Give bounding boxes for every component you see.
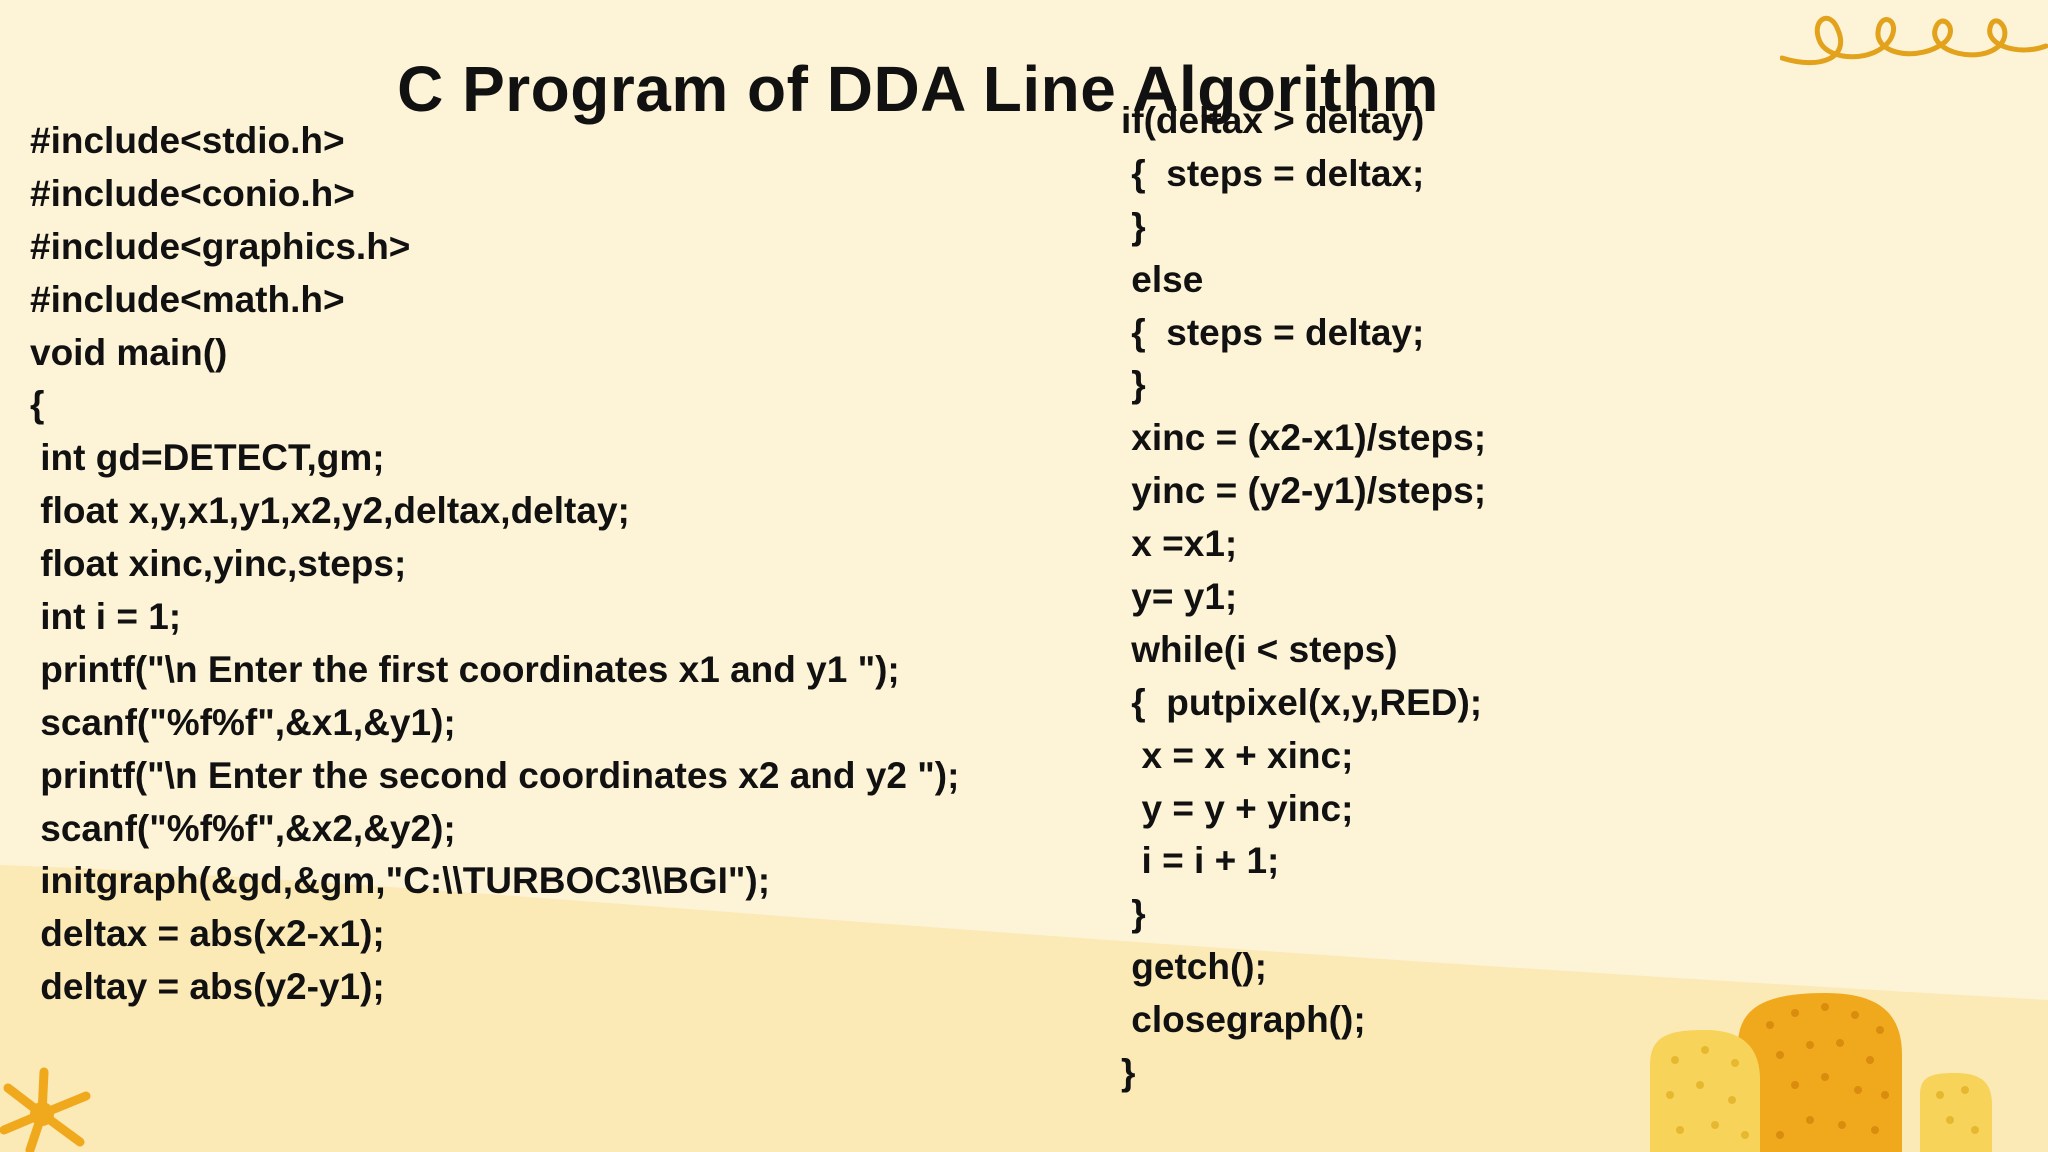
- squiggle-doodle: [1780, 15, 2048, 66]
- code-line: #include<stdio.h>: [30, 120, 345, 161]
- code-line: void main(): [30, 331, 228, 373]
- page-title: C Program of DDA Line Algorithm: [397, 52, 1439, 125]
- code-line: {: [30, 384, 45, 426]
- code-line: if(deltax > deltay): [1121, 100, 1425, 141]
- code-line: else: [1121, 258, 1204, 300]
- code-line: while(i < steps): [1121, 628, 1398, 670]
- code-line: getch();: [1121, 946, 1267, 988]
- code-line: yinc = (y2-y1)/steps;: [1121, 470, 1487, 512]
- code-line: #include<math.h>: [30, 278, 345, 320]
- star-burst-icon: [0, 1067, 91, 1152]
- code-line: #include<graphics.h>: [30, 225, 411, 267]
- code-line: y= y1;: [1121, 576, 1238, 618]
- code-line: y = y + yinc;: [1121, 787, 1354, 829]
- code-block-left: #include<stdio.h> #include<conio.h> #inc…: [30, 115, 959, 1014]
- code-block-right: if(deltax > deltay) { steps = deltax; } …: [1121, 95, 1486, 1100]
- code-line: closegraph();: [1121, 999, 1366, 1041]
- code-line: printf("\n Enter the first coordinates x…: [30, 648, 900, 690]
- code-line: }: [1121, 893, 1146, 935]
- code-line: }: [1121, 1052, 1136, 1094]
- code-line: scanf("%f%f",&x1,&y1);: [30, 701, 456, 743]
- code-line: deltay = abs(y2-y1);: [30, 966, 385, 1008]
- code-line: int i = 1;: [30, 596, 182, 638]
- code-line: { steps = deltax;: [1121, 152, 1425, 194]
- code-line: x = x + xinc;: [1121, 734, 1354, 776]
- code-line: float x,y,x1,y1,x2,y2,deltax,deltay;: [30, 490, 630, 532]
- code-line: scanf("%f%f",&x2,&y2);: [30, 807, 456, 849]
- code-line: int gd=DETECT,gm;: [30, 437, 385, 479]
- code-line: deltax = abs(x2-x1);: [30, 913, 385, 955]
- code-line: xinc = (x2-x1)/steps;: [1121, 417, 1487, 459]
- code-line: float xinc,yinc,steps;: [30, 543, 407, 585]
- code-line: }: [1121, 205, 1146, 247]
- code-line: i = i + 1;: [1121, 840, 1280, 882]
- code-line: }: [1121, 364, 1146, 406]
- code-line: { steps = deltay;: [1121, 311, 1425, 353]
- code-line: x =x1;: [1121, 523, 1238, 565]
- code-line: printf("\n Enter the second coordinates …: [30, 754, 960, 796]
- code-line: initgraph(&gd,&gm,"C:\\TURBOC3\\BGI");: [30, 860, 771, 902]
- code-line: #include<conio.h>: [30, 172, 355, 214]
- dotted-bushes-illustration: [1650, 993, 1992, 1152]
- code-line: { putpixel(x,y,RED);: [1121, 681, 1483, 723]
